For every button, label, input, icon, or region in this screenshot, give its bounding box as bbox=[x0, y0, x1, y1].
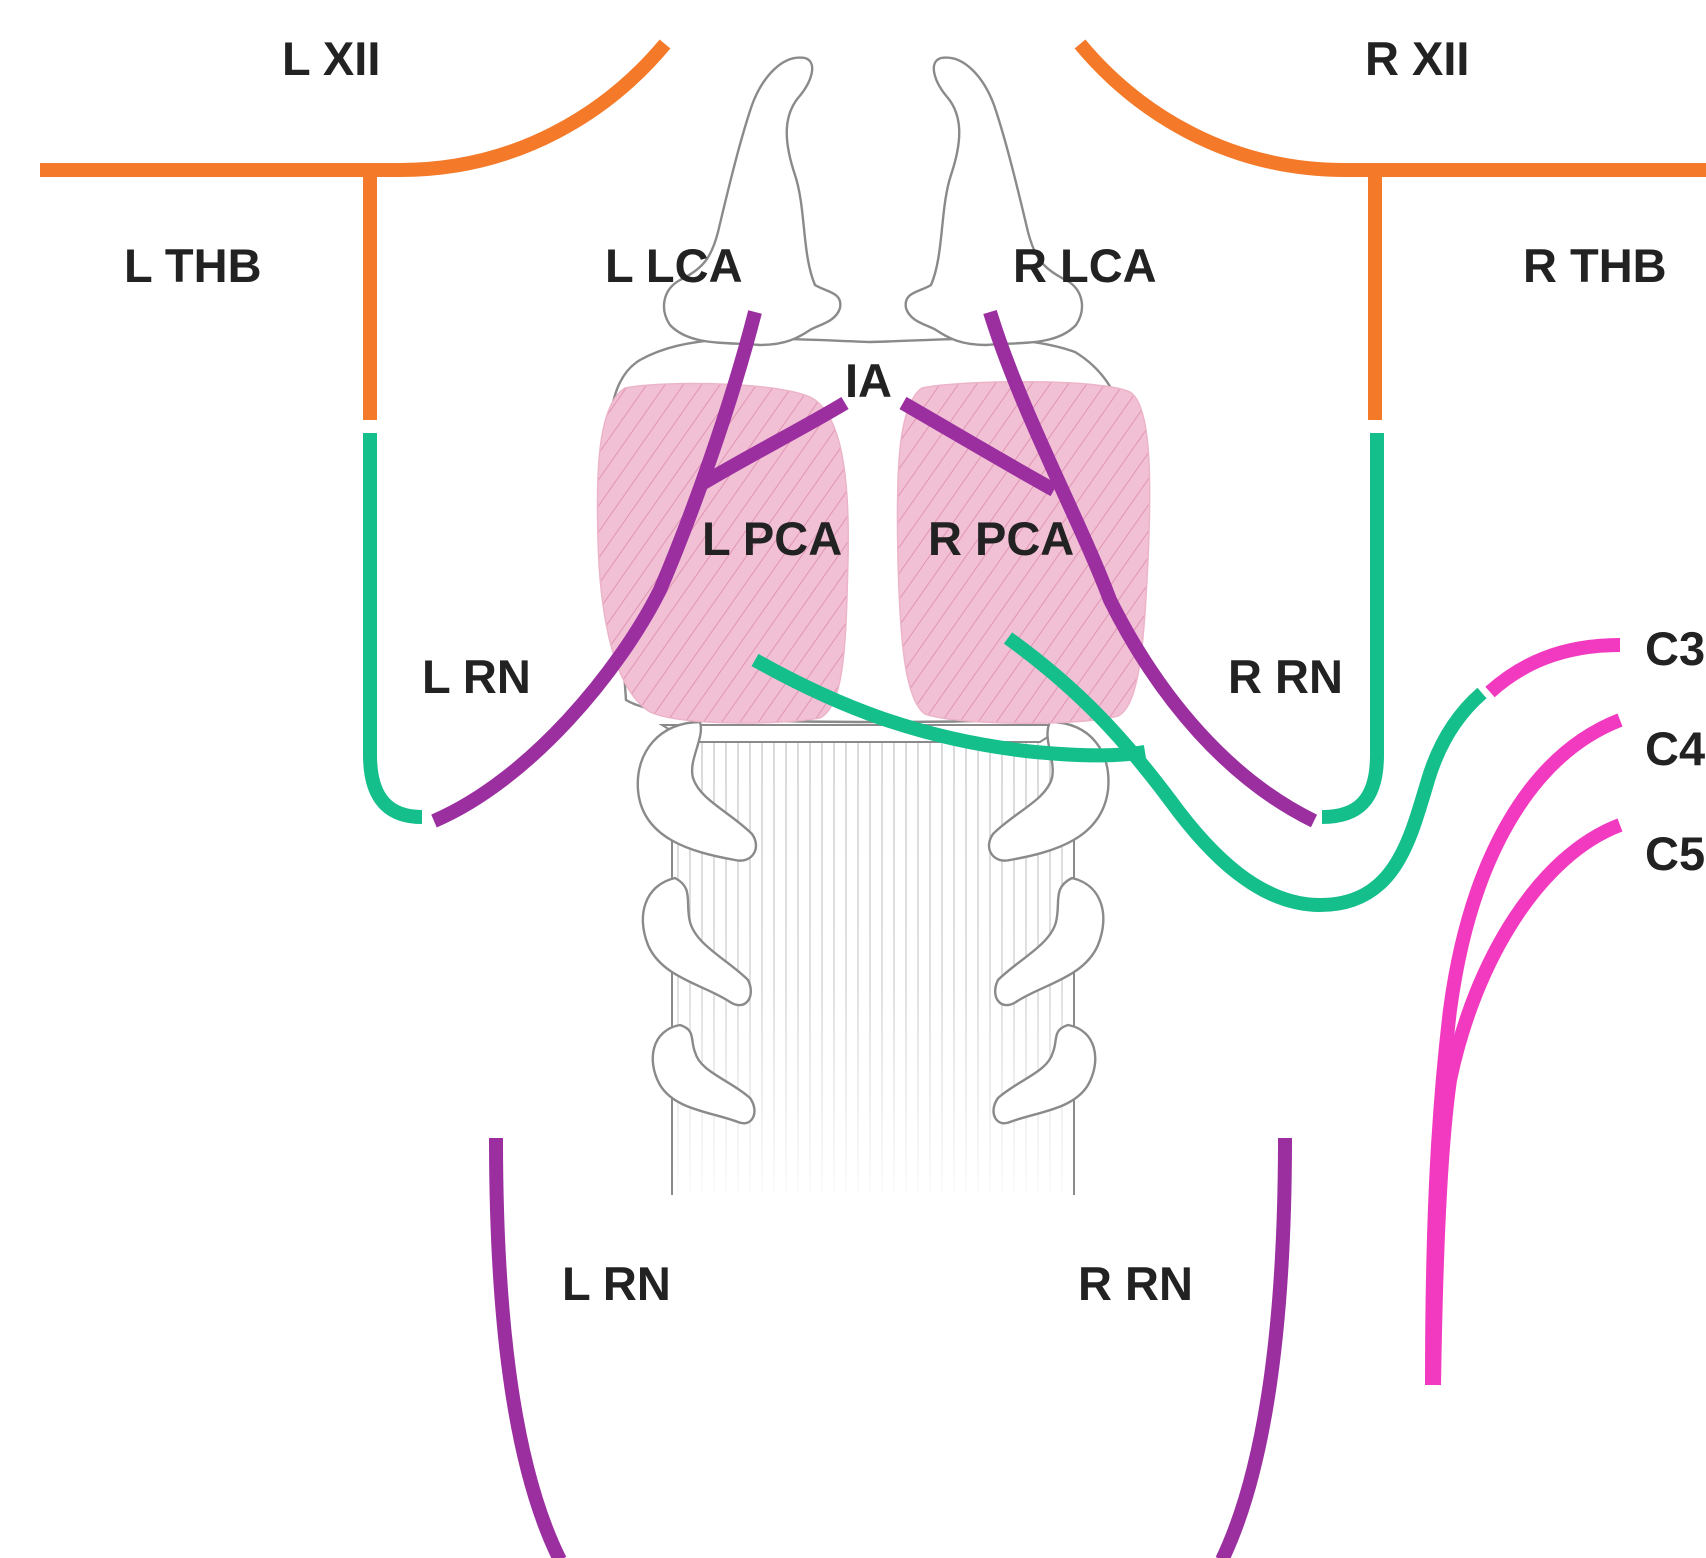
label-l-pca: L PCA bbox=[702, 512, 842, 565]
label-r-lca: R LCA bbox=[1013, 239, 1157, 292]
label-c3: C3 bbox=[1645, 622, 1705, 675]
label-l-rn-lower: L RN bbox=[562, 1257, 671, 1310]
left-ansa-branch bbox=[370, 433, 422, 817]
label-c4: C4 bbox=[1645, 722, 1705, 775]
label-r-pca: R PCA bbox=[928, 512, 1074, 565]
lower-recurrent-laryngeal-nerves bbox=[496, 1138, 1285, 1558]
label-l-thb: L THB bbox=[124, 239, 262, 292]
label-r-rn-upper: R RN bbox=[1228, 650, 1343, 703]
label-l-xii: L XII bbox=[282, 32, 380, 85]
right-hypoglossal-nerve bbox=[1080, 44, 1706, 420]
label-c5: C5 bbox=[1645, 827, 1705, 880]
label-r-thb: R THB bbox=[1523, 239, 1667, 292]
label-r-xii: R XII bbox=[1365, 32, 1469, 85]
left-arytenoid bbox=[664, 58, 840, 345]
right-ansa-branch bbox=[1322, 433, 1377, 817]
label-r-rn-lower: R RN bbox=[1078, 1257, 1193, 1310]
label-l-lca: L LCA bbox=[605, 239, 743, 292]
cervical-nerves bbox=[1432, 645, 1620, 1385]
label-ia: IA bbox=[845, 354, 892, 407]
label-l-rn-upper: L RN bbox=[422, 650, 531, 703]
right-arytenoid bbox=[906, 58, 1082, 345]
left-hypoglossal-nerve bbox=[40, 44, 665, 420]
